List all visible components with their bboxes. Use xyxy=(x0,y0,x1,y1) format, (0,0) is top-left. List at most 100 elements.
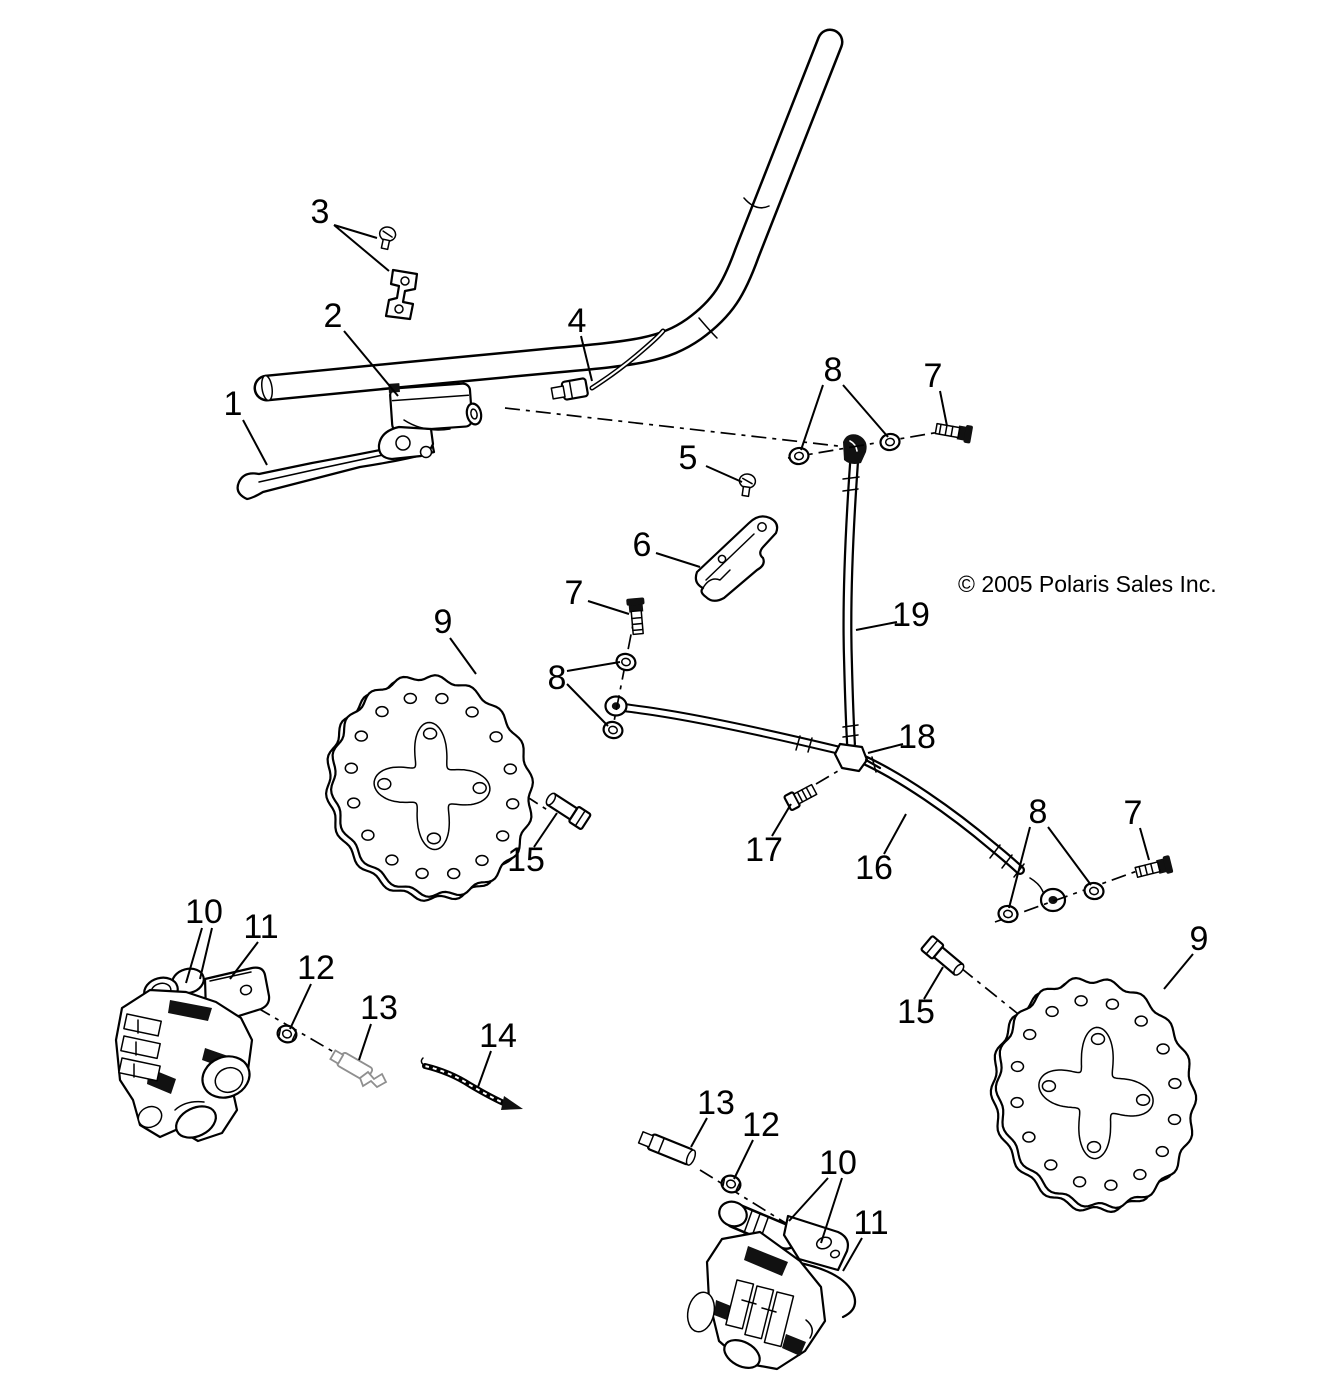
callout-7-mid: 7 xyxy=(565,574,584,612)
caliper-boss-left xyxy=(175,1105,217,1139)
disc-bolt-hole xyxy=(426,832,442,845)
disc-vent-hole xyxy=(346,797,361,809)
hose-nut-left xyxy=(274,1022,300,1046)
callout-15-right: 15 xyxy=(897,993,935,1031)
disc-bolt-hole xyxy=(1090,1032,1106,1046)
hose-fitting-right xyxy=(637,1131,697,1166)
grip-mark-upper xyxy=(743,197,770,209)
brake-pads-left xyxy=(118,1013,162,1082)
disc-vent-hole xyxy=(495,830,510,842)
washer-bottom-right xyxy=(1082,880,1106,902)
callout-11-right: 11 xyxy=(853,1204,888,1242)
brake-pads-right xyxy=(725,1279,795,1348)
disc-center-cutout xyxy=(1038,1026,1154,1160)
clamp-screw xyxy=(375,224,398,252)
callout-8-top: 8 xyxy=(824,351,843,389)
bleed-screw xyxy=(736,472,758,498)
callout-8-bottom: 8 xyxy=(1029,793,1048,831)
banjo-bolt-bottom xyxy=(1133,854,1175,882)
hose-fitting-left xyxy=(329,1049,388,1089)
callout-12-left: 12 xyxy=(297,949,335,987)
callout-5: 5 xyxy=(679,439,698,477)
disc-vent-hole xyxy=(1022,1131,1036,1143)
callout-7-bottom: 7 xyxy=(1124,794,1143,832)
disc-vent-hole xyxy=(435,692,449,705)
disc-bolt-hole xyxy=(472,781,487,795)
disc-vent-hole xyxy=(385,854,399,866)
disc-vent-hole xyxy=(1074,995,1088,1007)
callout-19: 19 xyxy=(892,596,930,634)
disc-vent-hole xyxy=(446,867,461,880)
callout-12-right: 12 xyxy=(742,1106,780,1144)
handlebar xyxy=(253,28,844,402)
disc-vent-hole xyxy=(1156,1043,1170,1055)
lever-pivot-hole xyxy=(395,435,411,451)
callout-8-mid: 8 xyxy=(548,659,567,697)
disc-vent-hole xyxy=(1104,1179,1118,1191)
disc-vent-hole xyxy=(505,798,520,810)
caliper-piston-right xyxy=(718,1200,748,1228)
leader-lines xyxy=(185,224,1194,1272)
handlebar-end-cap xyxy=(261,374,273,402)
callout-7-top: 7 xyxy=(924,357,943,395)
disc-bolt-hole xyxy=(422,727,438,740)
banjo-bolt-mid xyxy=(625,596,648,636)
disc-vent-hole xyxy=(1105,998,1120,1010)
disc-vent-hole xyxy=(1072,1176,1087,1188)
speedo-cable xyxy=(420,1057,523,1110)
callout-10-left: 10 xyxy=(185,893,223,931)
disc-vent-hole xyxy=(375,705,389,718)
front-left-caliper xyxy=(114,966,271,1143)
disc-bolt-right xyxy=(919,934,969,980)
disc-center-cutout xyxy=(373,721,491,851)
banjo-bolt-top xyxy=(933,418,974,445)
callout-15-left: 15 xyxy=(507,841,545,879)
callout-9-right: 9 xyxy=(1190,920,1209,958)
disc-vent-hole xyxy=(1167,1113,1182,1126)
caliper-boss-right xyxy=(723,1339,761,1369)
grip-mark-lower xyxy=(698,317,718,339)
callout-2: 2 xyxy=(324,297,343,335)
callout-3: 3 xyxy=(311,193,330,231)
tee-fitting xyxy=(833,742,882,773)
brake-switch-cable xyxy=(550,328,666,401)
brake-disc-left xyxy=(325,674,534,902)
brake-line-lower xyxy=(857,754,1067,913)
disc-bolt-hole xyxy=(1135,1093,1151,1106)
disc-vent-hole xyxy=(403,692,418,705)
callout-1: 1 xyxy=(224,385,243,423)
callout-10-right: 10 xyxy=(819,1144,857,1182)
handlebar-clamp xyxy=(375,224,419,321)
disc-vent-hole xyxy=(415,867,429,880)
hose-nut-right xyxy=(718,1172,744,1196)
master-cylinder xyxy=(377,382,483,461)
disc-bolt-hole xyxy=(1041,1080,1057,1093)
washer-top-left xyxy=(787,445,811,467)
brake-line-left-branch xyxy=(604,695,843,755)
tee-mount-bolt xyxy=(783,783,818,812)
cable-fitting xyxy=(550,377,589,401)
disc-vent-hole xyxy=(1010,1060,1025,1073)
disc-vent-hole xyxy=(354,730,369,742)
disc-vent-hole xyxy=(1010,1096,1024,1109)
callout-13-left: 13 xyxy=(360,989,398,1027)
brake-disc-right xyxy=(989,977,1198,1213)
callout-11-left: 11 xyxy=(243,908,278,946)
disc-vent-hole xyxy=(361,829,375,841)
callout-labels: 1 2 3 4 5 6 7 7 7 8 8 8 9 9 10 10 11 11 … xyxy=(185,193,1208,1242)
disc-vent-hole xyxy=(344,762,359,774)
disc-vent-hole xyxy=(1133,1168,1147,1181)
disc-vent-hole xyxy=(1168,1077,1182,1090)
disc-bolt-hole xyxy=(1086,1140,1102,1154)
callout-16: 16 xyxy=(855,849,893,887)
disc-vent-hole xyxy=(1045,1005,1059,1018)
callout-18: 18 xyxy=(898,718,936,756)
cable-end-arrow xyxy=(501,1096,523,1110)
disc-vent-hole xyxy=(489,731,503,743)
disc-vent-hole xyxy=(503,763,518,775)
disc-vent-hole xyxy=(1022,1028,1037,1041)
hose-bracket xyxy=(694,515,779,602)
callout-6: 6 xyxy=(633,526,652,564)
